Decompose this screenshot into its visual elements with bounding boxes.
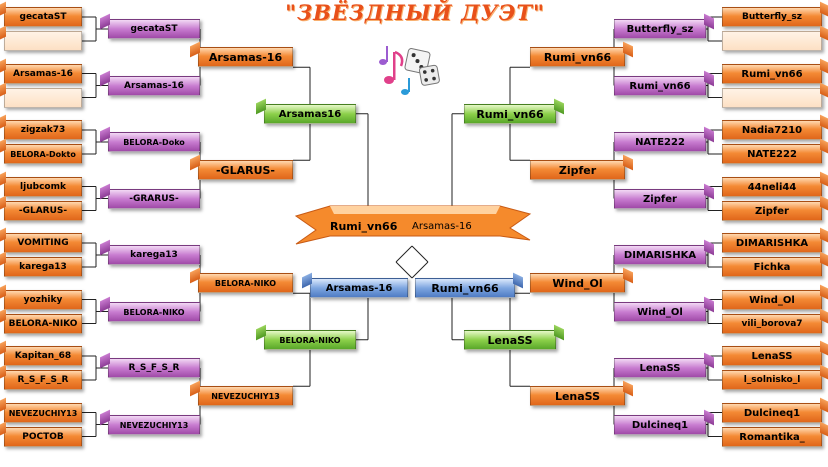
right-r1-entry: Wind_Ol bbox=[722, 290, 822, 310]
right-r2-entry: Wind_Ol bbox=[614, 302, 706, 322]
right-r2-entry: Butterfly_sz bbox=[614, 19, 706, 39]
left-r1-entry: BELORA-NIKO bbox=[4, 314, 82, 334]
left-r3-entry: -GLARUS- bbox=[198, 160, 293, 180]
left-r1-entry: VOMITING bbox=[4, 233, 82, 253]
right-r1-entry: Zipfer bbox=[722, 201, 822, 221]
right-r1-entry: DIMARISHKA bbox=[722, 233, 822, 253]
bracket-connector bbox=[411, 245, 429, 263]
right-r1-entry: Rumi_vn66 bbox=[722, 64, 822, 84]
left-r2-entry: karega13 bbox=[108, 245, 200, 265]
left-r2-entry: Arsamas-16 bbox=[108, 76, 200, 96]
right-r4-entry: LenaSS bbox=[464, 330, 556, 350]
left-r1-entry: ljubcomk bbox=[4, 177, 82, 197]
left-r4-entry: Arsamas16 bbox=[264, 104, 356, 124]
left-r1-entry bbox=[4, 31, 82, 51]
right-r3-entry: LenaSS bbox=[530, 386, 625, 406]
left-r1-entry: Kapitan_68 bbox=[4, 346, 82, 366]
left-r3-entry: NEVEZUCHIY13 bbox=[198, 386, 293, 406]
left-r1-entry: gecataST bbox=[4, 7, 82, 27]
right-r2-entry: NATE222 bbox=[614, 132, 706, 152]
left-r1-entry: R_S_F_S_R bbox=[4, 370, 82, 390]
right-r1-entry: Dulcineq1 bbox=[722, 403, 822, 423]
final-banner-highlight bbox=[330, 206, 500, 214]
left-r4-entry: BELORA-NIKO bbox=[264, 330, 356, 350]
left-r1-entry: РОСТОВ bbox=[4, 427, 82, 447]
right-r1-entry: LenaSS bbox=[722, 346, 822, 366]
left-r1-entry: yozhiky bbox=[4, 290, 82, 310]
right-r2-entry: LenaSS bbox=[614, 358, 706, 378]
left-r1-entry: BELORA-Dokto bbox=[4, 144, 82, 164]
right-r2-entry: Dulcineq1 bbox=[614, 415, 706, 435]
right-r2-entry: Zipfer bbox=[614, 189, 706, 209]
left-r1-entry bbox=[4, 88, 82, 108]
right-r2-entry: DIMARISHKA bbox=[614, 245, 706, 265]
left-r1-entry: zigzak73 bbox=[4, 120, 82, 140]
bracket-connector bbox=[411, 261, 429, 279]
left-r2-entry: -GRARUS- bbox=[108, 189, 200, 209]
left-r1-entry: -GLARUS- bbox=[4, 201, 82, 221]
left-r2-entry: R_S_F_S_R bbox=[108, 358, 200, 378]
left-r2-entry: BELORA-Doko bbox=[108, 132, 200, 152]
right-r1-entry: Romantika_ bbox=[722, 427, 822, 447]
right-r1-entry: Butterfly_sz bbox=[722, 7, 822, 27]
bracket-connector bbox=[395, 245, 413, 263]
right-r1-entry: NATE222 bbox=[722, 144, 822, 164]
final-left: Rumi_vn66 bbox=[330, 220, 398, 233]
right-r1-entry: Fichka bbox=[722, 257, 822, 277]
right-r2-entry: Rumi_vn66 bbox=[614, 76, 706, 96]
right-r3-entry: Rumi_vn66 bbox=[530, 47, 625, 67]
left-r2-entry: gecataST bbox=[108, 19, 200, 39]
right-r1-entry bbox=[722, 88, 822, 108]
page-title: "ЗВЁЗДНЫЙ ДУЭТ" bbox=[285, 0, 545, 25]
right-r1-entry: 44neli44 bbox=[722, 177, 822, 197]
bracket-connector bbox=[395, 261, 413, 279]
left-r2-entry: NEVEZUCHIY13 bbox=[108, 415, 200, 435]
left-r3-entry: BELORA-NIKO bbox=[198, 273, 293, 293]
right-r3-entry: Zipfer bbox=[530, 160, 625, 180]
right-r1-entry: l_solnisko_l bbox=[722, 370, 822, 390]
right-r4-entry: Rumi_vn66 bbox=[464, 104, 556, 124]
left-r1-entry: NEVEZUCHIY13 bbox=[4, 403, 82, 423]
semifinal-left: Arsamas-16 bbox=[310, 278, 408, 298]
final-right: Arsamas-16 bbox=[412, 221, 472, 232]
left-r1-entry: karega13 bbox=[4, 257, 82, 277]
left-r2-entry: BELORA-NIKO bbox=[108, 302, 200, 322]
right-r1-entry: vili_borova7 bbox=[722, 314, 822, 334]
right-r3-entry: Wind_Ol bbox=[530, 273, 625, 293]
right-r1-entry bbox=[722, 31, 822, 51]
semifinal-right: Rumi_vn66 bbox=[415, 278, 515, 298]
music-dice-icon bbox=[375, 40, 441, 102]
left-r3-entry: Arsamas-16 bbox=[198, 47, 293, 67]
right-r1-entry: Nadia7210 bbox=[722, 120, 822, 140]
left-r1-entry: Arsamas-16 bbox=[4, 64, 82, 84]
